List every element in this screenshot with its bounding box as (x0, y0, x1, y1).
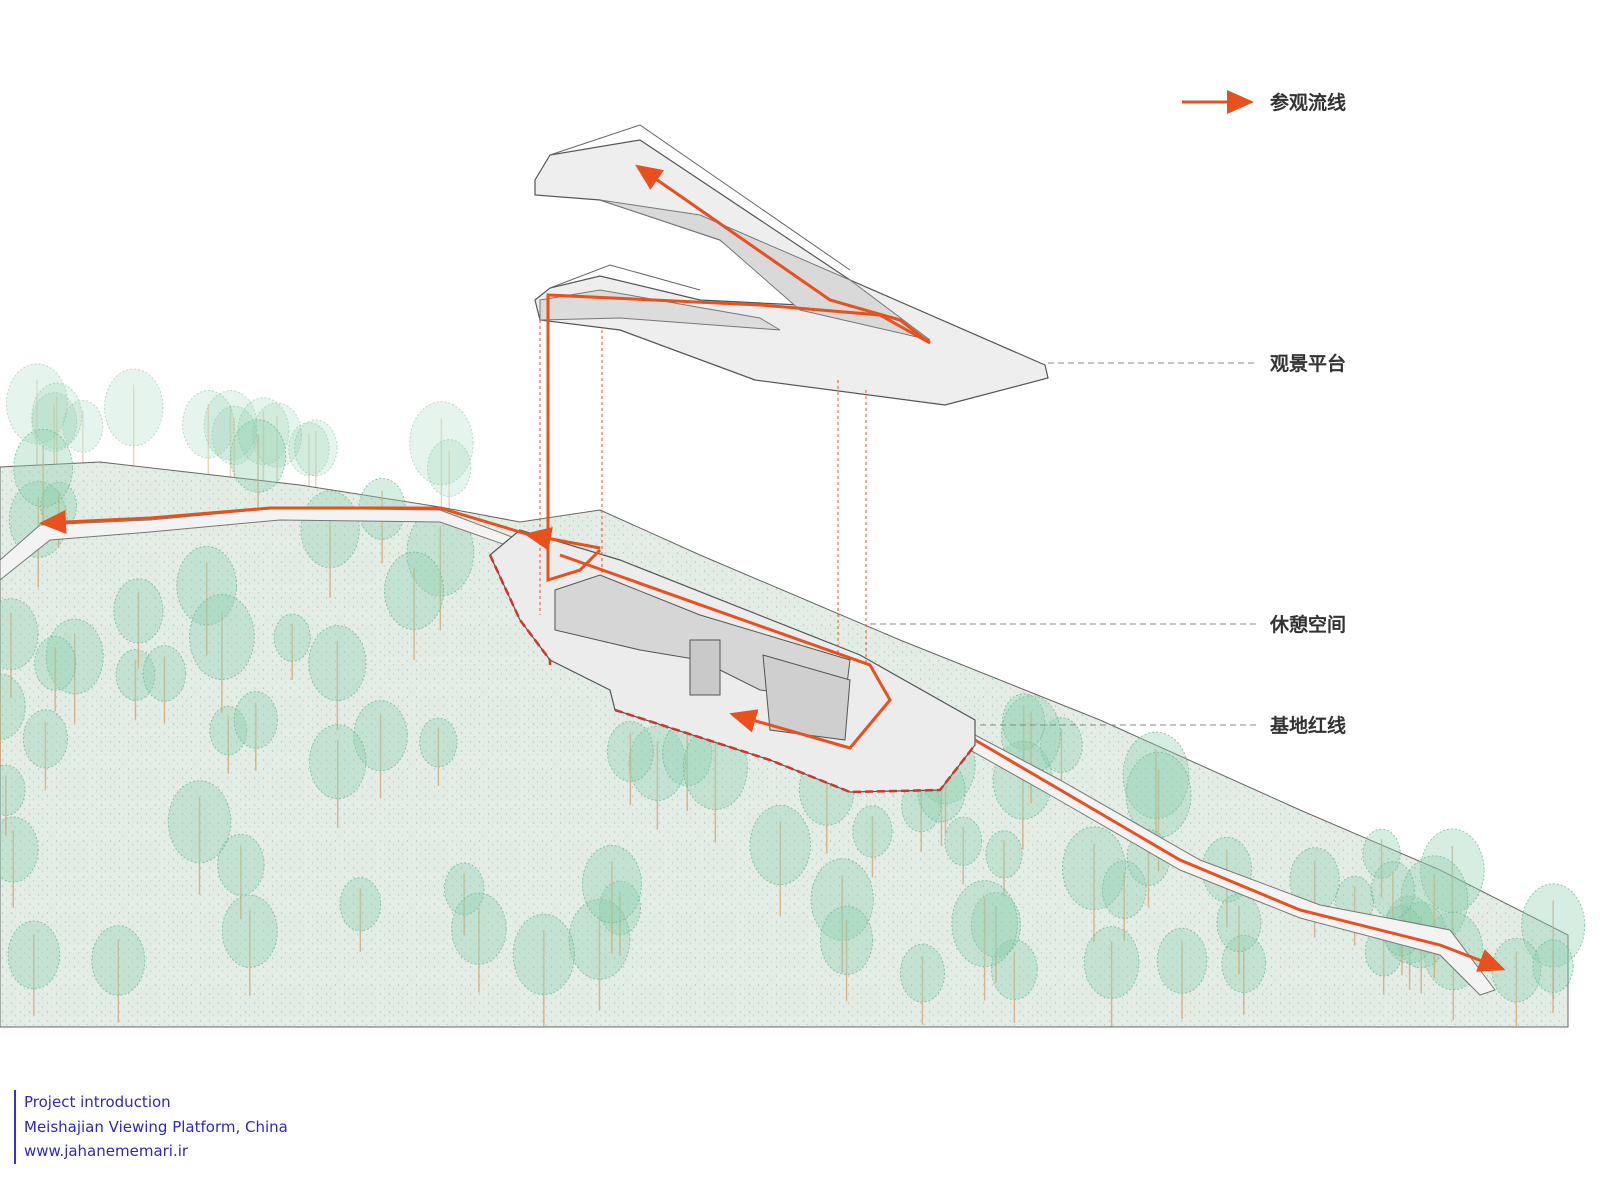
tree (1101, 860, 1147, 941)
rest-space-structure (488, 529, 976, 794)
tree (229, 419, 287, 521)
tree (237, 397, 290, 491)
tree (451, 892, 507, 993)
tree (0, 673, 26, 766)
tree (0, 816, 39, 908)
tree (628, 725, 687, 830)
label-rest-space: 休憩空间 (1269, 613, 1346, 636)
tree (167, 780, 232, 895)
tree (384, 551, 445, 660)
label-viewing-platform: 观景平台 (1270, 352, 1346, 375)
tree (209, 705, 248, 774)
project-caption: Project introduction Meishajian Viewing … (14, 1090, 288, 1164)
tree (951, 880, 1018, 1001)
tree (203, 390, 258, 488)
tree (970, 892, 1022, 983)
tree (1216, 893, 1262, 975)
tree (294, 419, 338, 498)
tree (944, 816, 983, 885)
tree (820, 905, 874, 1002)
tree (1083, 926, 1140, 1027)
tree (1062, 826, 1127, 943)
tree (252, 402, 302, 493)
tree (606, 720, 654, 806)
caption-website[interactable]: www.jahanememari.ir (24, 1142, 189, 1160)
tree (899, 943, 945, 1025)
tree (512, 913, 575, 1027)
tree (7, 920, 61, 1016)
tree (1001, 693, 1046, 772)
tree (288, 422, 330, 497)
tree (233, 691, 278, 771)
tree (599, 880, 641, 956)
legend: 参观流线 (1182, 90, 1346, 114)
tree (810, 858, 874, 973)
tree (91, 925, 146, 1023)
tree (406, 508, 475, 631)
tree (22, 709, 68, 791)
tree (1289, 847, 1340, 938)
tree (1362, 828, 1401, 898)
tree (419, 717, 458, 787)
tree (427, 439, 472, 519)
tree (1400, 855, 1469, 979)
tree (45, 618, 104, 724)
tree (31, 392, 78, 475)
tree (749, 804, 811, 916)
tree (309, 724, 367, 828)
viewing-platform-structure (534, 124, 1049, 406)
legend-flow-label: 参观流线 (1270, 91, 1346, 114)
background-trees (5, 363, 474, 519)
tree (31, 382, 83, 475)
tree (273, 613, 311, 681)
tree (0, 598, 39, 698)
caption-project-name: Meishajian Viewing Platform, China (24, 1117, 288, 1136)
tree (1156, 927, 1208, 1019)
tree (985, 830, 1023, 897)
tree (1532, 939, 1574, 1014)
hillside-trees (0, 419, 1586, 1027)
tree (113, 578, 164, 669)
tree (0, 764, 26, 836)
tree (189, 594, 255, 713)
tree (353, 700, 408, 799)
tree (217, 833, 265, 920)
tree (308, 625, 367, 731)
tree (34, 635, 77, 712)
tree (409, 401, 474, 518)
site-boundary-line (488, 554, 976, 794)
tree (13, 428, 74, 538)
tree (5, 363, 68, 476)
tree (1221, 934, 1267, 1015)
tree (852, 805, 893, 878)
projection-lines (539, 320, 867, 665)
tree (176, 545, 238, 656)
tree (443, 862, 485, 936)
visitor-flow-path (39, 164, 1506, 972)
label-site-boundary: 基地红线 (1269, 714, 1346, 737)
right-stair-trail (969, 734, 1496, 996)
tree (221, 894, 278, 996)
tree (991, 939, 1038, 1024)
tree (211, 405, 258, 488)
tree (103, 368, 164, 476)
tree (581, 844, 642, 954)
tree (142, 645, 187, 724)
caption-title: Project introduction (24, 1093, 171, 1111)
tree (339, 877, 382, 952)
tree (568, 898, 631, 1011)
